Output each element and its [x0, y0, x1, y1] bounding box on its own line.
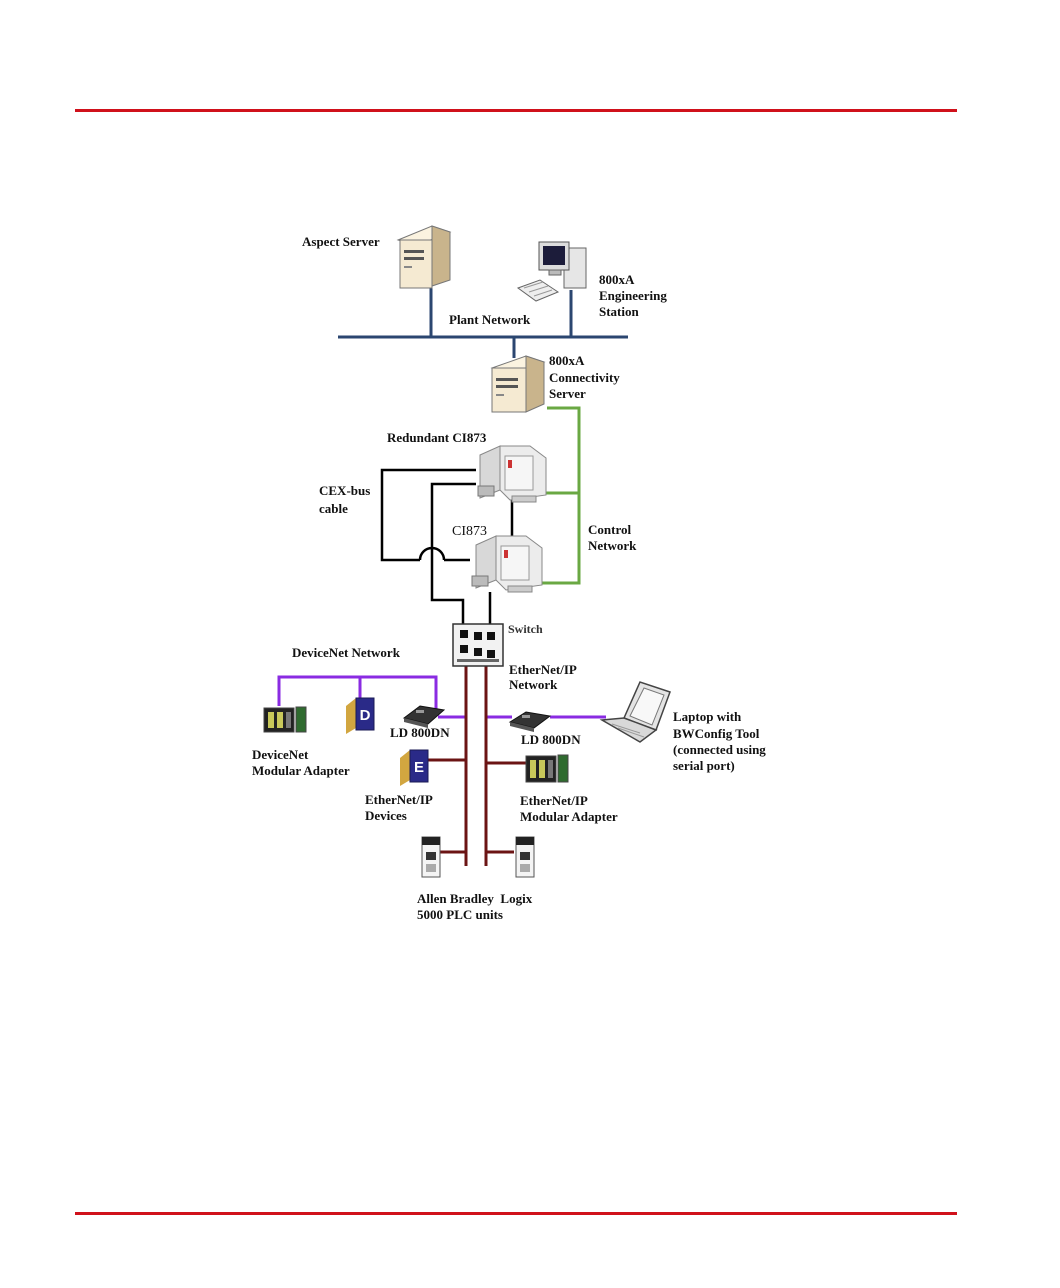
svg-text:800xA: 800xA — [599, 272, 635, 287]
switch-icon — [452, 623, 504, 667]
devicenet-modular-adapter-label: DeviceNet Modular Adapter — [252, 747, 350, 778]
devicenet-network-label: DeviceNet Network — [292, 645, 401, 660]
ld800dn-left-icon — [402, 705, 446, 728]
workstation-icon — [516, 241, 587, 302]
devicenet-network-lines — [277, 675, 606, 719]
ethernet-ip-devices-label: EtherNet/IP Devices — [365, 792, 433, 823]
svg-text:DeviceNet: DeviceNet — [252, 747, 309, 762]
plc-left-icon — [421, 836, 441, 878]
ethernet-ip-modular-adapter-label: EtherNet/IP Modular Adapter — [520, 793, 618, 824]
cex-bus-cable-lines — [380, 468, 514, 624]
ethernet-ip-network-label: EtherNet/IP Network — [509, 662, 577, 692]
svg-text:EtherNet/IP: EtherNet/IP — [509, 662, 577, 677]
ethernet-ip-network-lines — [428, 663, 526, 866]
svg-text:EtherNet/IP: EtherNet/IP — [365, 792, 433, 807]
svg-text:(connected using: (connected using — [673, 742, 766, 757]
aspect-server-icon — [396, 225, 452, 289]
devicenet-device-icon: D — [346, 697, 375, 734]
ethernet-ip-device-icon: E — [400, 749, 429, 786]
svg-text:Engineering: Engineering — [599, 288, 667, 303]
svg-text:5000 PLC units: 5000 PLC units — [417, 907, 503, 922]
ethernet-ip-modular-adapter-icon — [525, 754, 569, 783]
connectivity-server-icon — [490, 355, 546, 413]
svg-text:cable: cable — [319, 501, 348, 516]
svg-text:Network: Network — [588, 538, 637, 553]
svg-text:Modular Adapter: Modular Adapter — [520, 809, 618, 824]
plant-network-lines — [338, 287, 628, 358]
ld800dn-right-label: LD 800DN — [521, 732, 581, 747]
svg-text:800xA: 800xA — [549, 353, 585, 368]
connectivity-server-label: 800xA Connectivity Server — [549, 353, 620, 401]
engineering-station-label: 800xA Engineering Station — [599, 272, 667, 319]
plc-units-label: Allen Bradley Logix 5000 PLC units — [417, 891, 533, 922]
redundant-ci873-module-icon — [477, 445, 547, 503]
svg-text:CEX-bus: CEX-bus — [319, 483, 370, 498]
plant-network-label: Plant Network — [449, 312, 531, 327]
svg-text:Network: Network — [509, 677, 558, 692]
laptop-icon — [599, 681, 671, 743]
svg-text:Devices: Devices — [365, 808, 407, 823]
ethernet-ip-device-letter: E — [414, 759, 424, 776]
devicenet-modular-adapter-icon — [263, 706, 307, 733]
switch-label: Switch — [508, 622, 543, 636]
svg-text:Server: Server — [549, 386, 586, 401]
ld800dn-right-icon — [508, 711, 552, 732]
control-network-label: Control Network — [588, 522, 637, 553]
svg-text:Laptop with: Laptop with — [673, 709, 742, 724]
devicenet-device-letter: D — [360, 707, 371, 724]
top-rule — [75, 109, 957, 112]
ci873-label: CI873 — [452, 524, 487, 539]
redundant-ci873-label: Redundant CI873 — [387, 430, 487, 445]
ld800dn-left-label: LD 800DN — [390, 725, 450, 740]
cex-bus-label: CEX-bus cable — [319, 483, 370, 516]
aspect-server-label: Aspect Server — [302, 234, 380, 249]
svg-text:Allen Bradley Logix: Allen Bradley Logix — [417, 891, 533, 906]
laptop-label: Laptop with BWConfig Tool (connected usi… — [673, 709, 766, 773]
ci873-module-icon — [471, 535, 543, 593]
svg-text:Control: Control — [588, 522, 631, 537]
svg-text:serial port): serial port) — [673, 758, 735, 773]
svg-text:Station: Station — [599, 304, 640, 319]
svg-text:Connectivity: Connectivity — [549, 370, 620, 385]
svg-text:BWConfig Tool: BWConfig Tool — [673, 726, 760, 741]
plc-right-icon — [515, 836, 535, 878]
svg-text:EtherNet/IP: EtherNet/IP — [520, 793, 588, 808]
bottom-rule — [75, 1212, 957, 1215]
svg-text:Modular Adapter: Modular Adapter — [252, 763, 350, 778]
